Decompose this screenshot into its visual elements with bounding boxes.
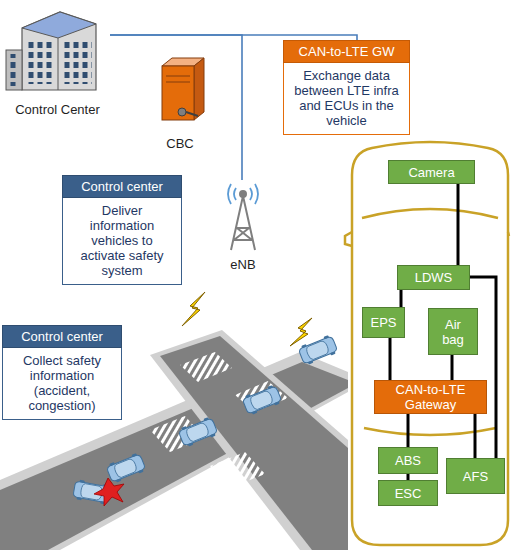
ecu-box: EPS bbox=[362, 307, 405, 338]
node-label: CBC bbox=[166, 136, 193, 151]
node-label: Camera bbox=[408, 165, 454, 180]
tower-icon bbox=[228, 184, 258, 250]
gateway-box: CAN-to-LTE Gateway bbox=[374, 380, 487, 414]
node-label: Control center bbox=[2, 325, 122, 348]
node-label: ESC bbox=[395, 486, 422, 501]
connector bbox=[389, 338, 392, 380]
accident-star bbox=[94, 478, 124, 506]
connector bbox=[457, 184, 460, 265]
ecu-box: ESC bbox=[378, 480, 438, 506]
radio-link bbox=[182, 292, 205, 326]
base-station-node: eNB bbox=[218, 180, 268, 272]
callout-box: Control centerDeliver information vehicl… bbox=[62, 175, 182, 285]
callout-box: Control centerCollect safety information… bbox=[2, 325, 122, 420]
node-body-text: Deliver information vehicles to activate… bbox=[62, 198, 182, 285]
connector bbox=[400, 290, 403, 307]
connector bbox=[451, 355, 454, 380]
node-label: Control Center bbox=[15, 102, 100, 117]
vehicle-outline bbox=[345, 142, 509, 545]
building-icon bbox=[6, 12, 96, 90]
server-node: CBC bbox=[148, 55, 212, 151]
ecu-box: AFS bbox=[446, 458, 505, 494]
ecu-box: Air bag bbox=[428, 308, 478, 355]
server-icon bbox=[162, 58, 204, 120]
node-body-text: Collect safety information (accident, co… bbox=[2, 348, 122, 420]
node-label: Air bag bbox=[433, 317, 473, 347]
connector bbox=[470, 277, 496, 458]
ecu-box: LDWS bbox=[397, 265, 470, 290]
node-label: ABS bbox=[395, 453, 421, 468]
node-label: CAN-to-LTE GW bbox=[283, 40, 410, 63]
node-label: AFS bbox=[463, 469, 488, 484]
node-body-text: Exchange data between LTE infra and ECUs… bbox=[283, 63, 410, 135]
node-label: eNB bbox=[230, 257, 255, 272]
node-label: EPS bbox=[370, 315, 396, 330]
node-label: Control center bbox=[62, 175, 182, 198]
callout-box: CAN-to-LTE GWExchange data between LTE i… bbox=[283, 40, 410, 135]
building-node: Control Center bbox=[5, 5, 110, 117]
ecu-box: Camera bbox=[388, 160, 475, 184]
radio-link bbox=[290, 318, 312, 346]
node-label: CAN-to-LTE Gateway bbox=[379, 382, 482, 412]
connector bbox=[474, 414, 477, 458]
connector bbox=[110, 35, 242, 180]
road-intersection bbox=[0, 330, 348, 550]
connector bbox=[407, 414, 410, 447]
ecu-box: ABS bbox=[378, 447, 438, 474]
node-label: LDWS bbox=[415, 270, 453, 285]
